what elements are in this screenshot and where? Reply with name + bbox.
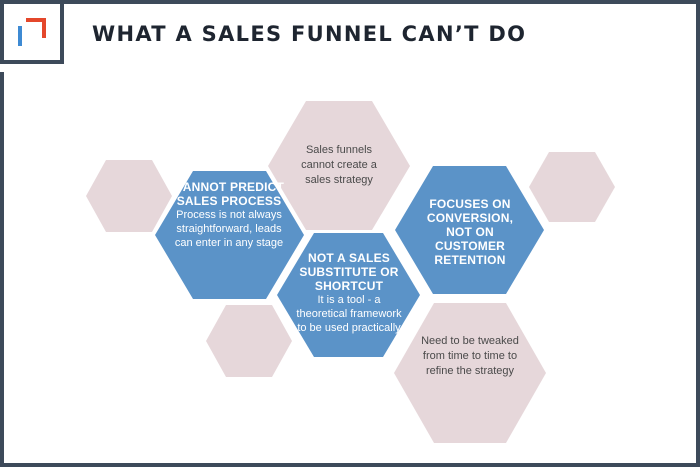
hexagon-substitute-content: NOT A SALES SUBSTITUTE OR SHORTCUT It is…	[292, 251, 406, 335]
frame-border	[696, 0, 700, 467]
hexagon-predict	[155, 171, 304, 299]
decor-hexagon-bottom-left	[206, 305, 292, 377]
hexagon-predict-content: CANNOT PREDICT SALES PROCESS Process is …	[173, 180, 285, 250]
hexagon-strategy	[268, 101, 410, 230]
decor-hexagon-left	[86, 160, 172, 232]
frame-border	[0, 463, 700, 467]
hexagon-substitute-heading: NOT A SALES SUBSTITUTE OR SHORTCUT	[299, 251, 399, 293]
logo	[0, 0, 64, 64]
hexagon-predict-heading: CANNOT PREDICT SALES PROCESS	[173, 180, 285, 208]
logo-icon	[18, 18, 46, 46]
frame-border	[0, 0, 700, 4]
decor-hexagon-right	[529, 152, 615, 222]
hexagon-strategy-content: Sales funnels cannot create a sales stra…	[296, 143, 382, 188]
hexagon-predict-text: Process is not always straightforward, l…	[174, 209, 284, 249]
hexagon-substitute-text: It is a tool - a theoretical framework t…	[296, 294, 402, 334]
hexagon-substitute	[277, 233, 420, 357]
hexagon-tweak	[394, 303, 546, 443]
page-title: WHAT A SALES FUNNEL CAN’T DO	[92, 22, 527, 46]
hexagon-tweak-content: Need to be tweaked from time to time to …	[420, 334, 520, 379]
hexagon-conversion	[395, 166, 544, 294]
hexagon-conversion-content: FOCUSES ON CONVERSION, NOT ON CUSTOMER R…	[416, 197, 524, 267]
hexagon-conversion-heading: FOCUSES ON CONVERSION, NOT ON CUSTOMER R…	[426, 197, 514, 267]
frame-border	[0, 72, 4, 467]
hexagon-tweak-text: Need to be tweaked from time to time to …	[421, 335, 519, 377]
hexagon-strategy-text: Sales funnels cannot create a sales stra…	[301, 144, 377, 186]
